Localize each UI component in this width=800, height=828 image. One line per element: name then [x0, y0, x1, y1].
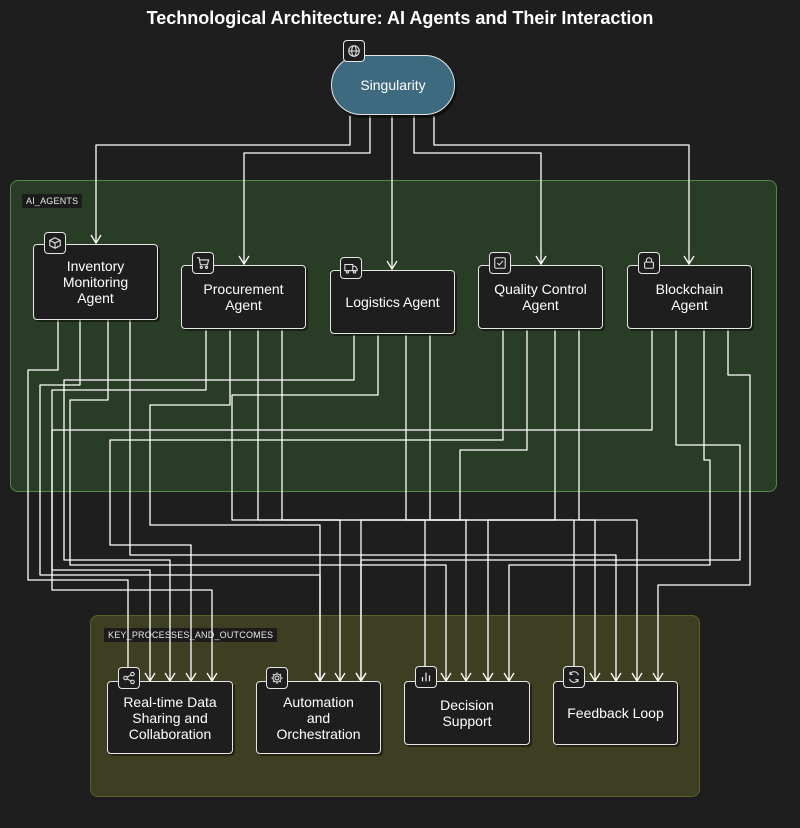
agent-procurement[interactable]: Procurement Agent [181, 265, 306, 329]
edge-arrowhead [386, 260, 398, 271]
edge-agent-to-outcome [27, 320, 129, 681]
agent-label: Inventory Monitoring Agent [62, 258, 129, 306]
outcome-label: Real-time Data Sharing and Collaboration [123, 693, 217, 742]
edge-agent-to-outcome [69, 320, 447, 681]
gear-icon [266, 667, 288, 689]
edge-agent-to-outcome [360, 330, 528, 681]
outcome-label: Decision Support [440, 697, 494, 729]
edge-agent-to-outcome [39, 320, 321, 681]
edge-agent-to-outcome [231, 335, 379, 681]
outcome-automation[interactable]: Automation and Orchestration [256, 681, 381, 754]
agent-label: Logistics Agent [345, 294, 440, 310]
edge-agent-to-outcome [508, 330, 711, 681]
edge-root-to-procurement [243, 116, 371, 264]
bar-chart-icon [415, 666, 437, 688]
edge-agent-to-outcome [657, 330, 751, 681]
edge-root-to-blockchain [433, 116, 690, 264]
diagram-title: Technological Architecture: AI Agents an… [146, 8, 654, 28]
edge-agent-to-outcome [129, 320, 617, 681]
edge-agent-to-outcome [487, 330, 556, 681]
cart-icon [192, 252, 214, 274]
outcome-decision-support[interactable]: Decision Support [404, 681, 530, 745]
edge-agent-to-outcome [109, 330, 504, 681]
outcome-feedback-loop[interactable]: Feedback Loop [553, 681, 678, 745]
ai-agents-group-label: AI_AGENTS [22, 194, 83, 208]
singularity-label: Singularity [360, 77, 426, 93]
edge-agent-to-outcome [429, 335, 575, 681]
edge-agent-to-outcome [257, 330, 467, 681]
edge-arrowhead [90, 234, 102, 245]
truck-icon [340, 257, 362, 279]
singularity-node[interactable]: Singularity [331, 55, 455, 115]
edge-agent-to-outcome [405, 335, 426, 681]
edge-arrowhead [683, 255, 695, 266]
edge-arrowhead [535, 255, 547, 266]
check-square-icon [489, 252, 511, 274]
edge-agent-to-outcome [360, 330, 741, 681]
outcome-label: Feedback Loop [567, 705, 664, 721]
agent-logistics[interactable]: Logistics Agent [330, 270, 455, 334]
edge-agent-to-outcome [63, 335, 355, 681]
agent-label: Procurement Agent [203, 281, 284, 313]
edge-agent-to-outcome [149, 330, 321, 681]
agent-label: Quality Control Agent [494, 281, 587, 313]
agent-blockchain[interactable]: Blockchain Agent [627, 265, 752, 329]
share-icon [118, 667, 140, 689]
cube-icon [44, 232, 66, 254]
outcome-label: Automation and Orchestration [276, 693, 361, 742]
edge-arrowhead [238, 255, 250, 266]
agent-inventory-monitoring[interactable]: Inventory Monitoring Agent [33, 244, 158, 320]
edge-root-to-quality [413, 116, 542, 264]
outcome-data-sharing[interactable]: Real-time Data Sharing and Collaboration [107, 681, 233, 754]
globe-icon [343, 40, 365, 62]
edge-root-to-inventory [95, 116, 351, 243]
lock-icon [638, 252, 660, 274]
edge-agent-to-outcome [51, 330, 207, 681]
agent-label: Blockchain Agent [655, 281, 724, 313]
refresh-icon [563, 666, 585, 688]
edge-agent-to-outcome [578, 330, 596, 681]
agent-quality-control[interactable]: Quality Control Agent [478, 265, 603, 329]
edge-agent-to-outcome [51, 330, 653, 681]
